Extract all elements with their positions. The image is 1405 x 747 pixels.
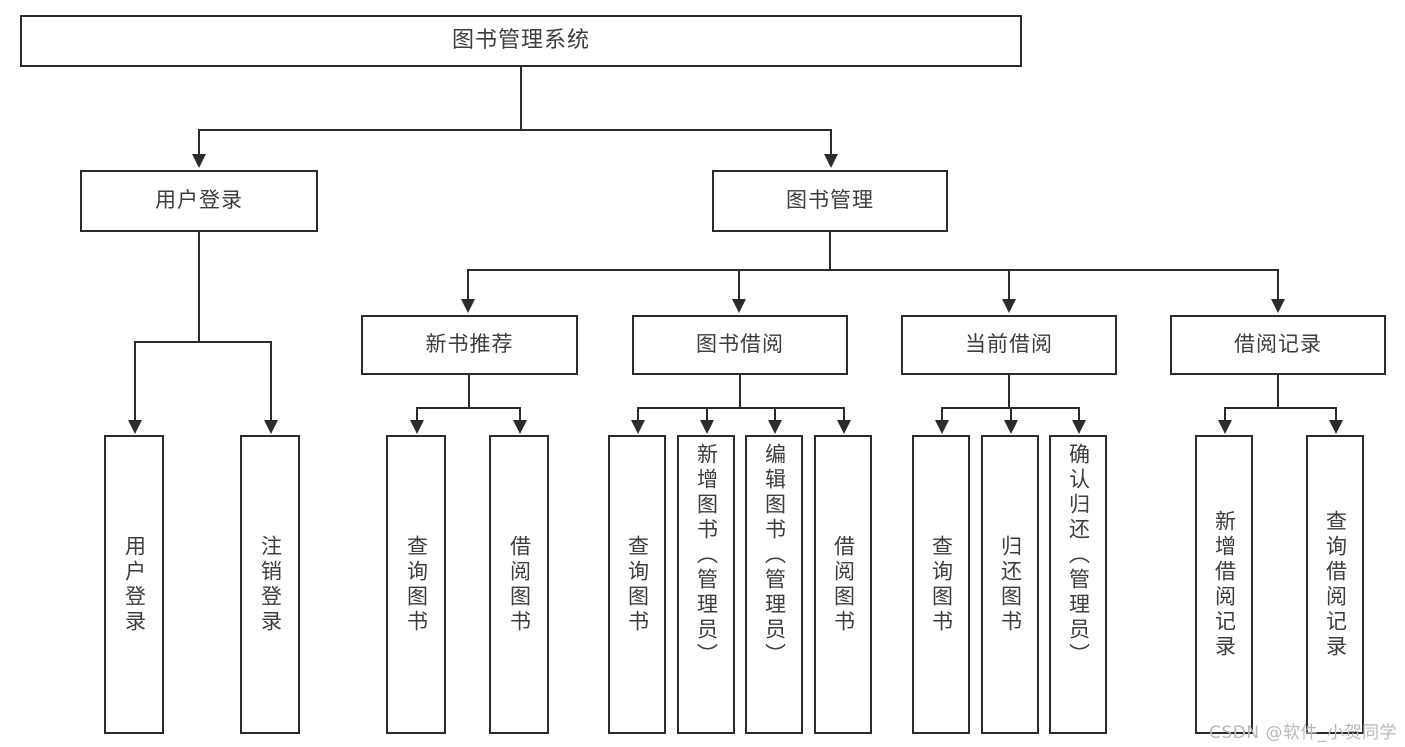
node-leaf-add-record-label: 新增借阅记录: [1212, 509, 1237, 660]
connector-current-borrow-to-leaf2: [1010, 407, 1012, 421]
connector-new-book-rec-stem: [468, 375, 470, 408]
node-leaf-query-book-2-label: 查询图书: [625, 534, 650, 635]
arrow-book-manage-to-c1: [461, 299, 475, 313]
connector-borrow-record-to-leaf2: [1335, 407, 1337, 421]
node-user-login[interactable]: 用户登录: [80, 170, 318, 232]
node-leaf-query-book-1[interactable]: 查询图书: [386, 435, 446, 734]
connector-new-book-rec-to-leaf1: [416, 407, 418, 421]
connector-book-manage-stem: [829, 232, 831, 270]
node-leaf-borrow-book-2[interactable]: 借阅图书: [814, 435, 872, 734]
arrow-user-login-to-leaf1: [128, 420, 142, 434]
node-leaf-edit-book[interactable]: 编辑图书（管理员）: [745, 435, 803, 734]
node-leaf-add-book-label: 新增图书（管理员）: [694, 443, 719, 668]
connector-book-manage-to-c1: [467, 269, 469, 300]
arrow-book-manage-to-c2: [732, 299, 746, 313]
node-leaf-borrow-book-1-label: 借阅图书: [507, 534, 532, 635]
node-root-label: 图书管理系统: [451, 27, 590, 53]
connector-book-manage-to-c4: [1277, 269, 1279, 300]
connector-book-borrow-to-leaf4: [843, 407, 845, 421]
node-book-manage-label: 图书管理: [786, 188, 874, 213]
connector-book-manage-to-c2: [738, 269, 740, 300]
arrow-book-manage-to-c3: [1002, 299, 1016, 313]
node-leaf-query-book-1-label: 查询图书: [404, 534, 429, 635]
node-current-borrow-label: 当前借阅: [965, 332, 1053, 357]
node-leaf-return-book[interactable]: 归还图书: [981, 435, 1039, 734]
node-leaf-add-book[interactable]: 新增图书（管理员）: [677, 435, 735, 734]
node-book-manage[interactable]: 图书管理: [712, 170, 948, 232]
arrow-borrow-record-to-leaf2: [1329, 420, 1343, 434]
connector-user-login-to-leaf1: [134, 341, 136, 421]
node-leaf-user-logout[interactable]: 注销登录: [240, 435, 300, 734]
arrow-user-login-to-leaf2: [264, 420, 278, 434]
connector-new-book-rec-bus: [416, 407, 521, 409]
node-leaf-query-record[interactable]: 查询借阅记录: [1306, 435, 1364, 734]
connector-current-borrow-stem: [1008, 375, 1010, 408]
arrow-root-to-user-login: [192, 154, 206, 168]
node-leaf-return-book-label: 归还图书: [998, 534, 1023, 635]
connector-book-manage-bus: [467, 269, 1278, 271]
connector-current-borrow-to-leaf3: [1078, 407, 1080, 421]
node-leaf-borrow-book-1[interactable]: 借阅图书: [489, 435, 549, 734]
arrow-book-borrow-to-leaf3: [768, 420, 782, 434]
connector-root-to-book-manage: [830, 129, 832, 155]
arrow-current-borrow-to-leaf1: [935, 420, 949, 434]
connector-book-manage-to-c3: [1008, 269, 1010, 300]
node-leaf-edit-book-label: 编辑图书（管理员）: [762, 443, 787, 668]
node-leaf-query-book-3-label: 查询图书: [929, 534, 954, 635]
node-leaf-query-book-3[interactable]: 查询图书: [912, 435, 970, 734]
arrow-new-book-rec-to-leaf1: [410, 420, 424, 434]
node-root[interactable]: 图书管理系统: [20, 15, 1022, 67]
arrow-book-borrow-to-leaf1: [631, 420, 645, 434]
arrow-current-borrow-to-leaf2: [1004, 420, 1018, 434]
connector-user-login-bus: [134, 341, 272, 343]
arrow-root-to-book-manage: [824, 154, 838, 168]
node-leaf-query-record-label: 查询借阅记录: [1323, 509, 1348, 660]
connector-book-borrow-to-leaf3: [774, 407, 776, 421]
node-leaf-confirm-return-label: 确认归还（管理员）: [1066, 443, 1091, 668]
arrow-borrow-record-to-leaf1: [1218, 420, 1232, 434]
node-borrow-record[interactable]: 借阅记录: [1170, 315, 1386, 375]
connector-book-borrow-stem: [739, 375, 741, 408]
arrow-current-borrow-to-leaf3: [1072, 420, 1086, 434]
node-leaf-user-login[interactable]: 用户登录: [104, 435, 164, 734]
connector-root-bus: [198, 129, 832, 131]
connector-root-stem: [520, 67, 522, 129]
node-new-book-rec-label: 新书推荐: [425, 332, 514, 357]
arrow-book-manage-to-c4: [1271, 299, 1285, 313]
node-book-borrow[interactable]: 图书借阅: [632, 315, 848, 375]
node-borrow-record-label: 借阅记录: [1234, 332, 1322, 357]
connector-book-borrow-bus: [637, 407, 845, 409]
connector-borrow-record-to-leaf1: [1224, 407, 1226, 421]
node-leaf-user-logout-label: 注销登录: [258, 534, 283, 635]
connector-root-to-user-login: [198, 129, 200, 155]
connector-new-book-rec-to-leaf2: [519, 407, 521, 421]
connector-user-login-stem: [198, 232, 200, 342]
node-book-borrow-label: 图书借阅: [696, 332, 784, 357]
watermark-text: CSDN @软件_小贺同学: [1209, 723, 1397, 743]
arrow-new-book-rec-to-leaf2: [513, 420, 527, 434]
connector-current-borrow-to-leaf1: [941, 407, 943, 421]
connector-book-borrow-to-leaf1: [637, 407, 639, 421]
node-leaf-query-book-2[interactable]: 查询图书: [608, 435, 666, 734]
arrow-book-borrow-to-leaf4: [837, 420, 851, 434]
node-new-book-rec[interactable]: 新书推荐: [361, 315, 578, 375]
node-leaf-user-login-label: 用户登录: [122, 534, 147, 635]
connector-user-login-to-leaf2: [270, 341, 272, 421]
arrow-book-borrow-to-leaf2: [700, 420, 714, 434]
node-leaf-confirm-return[interactable]: 确认归还（管理员）: [1049, 435, 1107, 734]
node-leaf-borrow-book-2-label: 借阅图书: [831, 534, 856, 635]
node-leaf-add-record[interactable]: 新增借阅记录: [1195, 435, 1253, 734]
node-current-borrow[interactable]: 当前借阅: [901, 315, 1117, 375]
connector-book-borrow-to-leaf2: [706, 407, 708, 421]
connector-borrow-record-stem: [1277, 375, 1279, 408]
connector-borrow-record-bus: [1224, 407, 1337, 409]
node-user-login-label: 用户登录: [155, 188, 243, 213]
